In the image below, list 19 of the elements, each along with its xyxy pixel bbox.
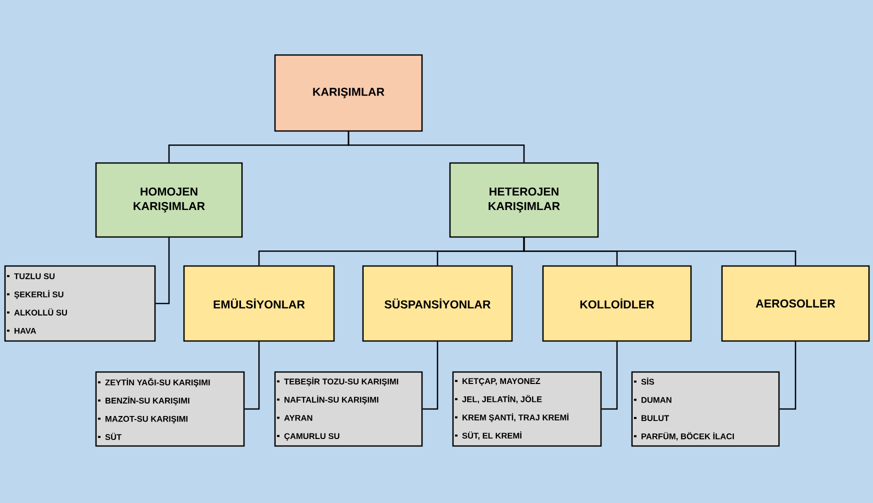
category-box: AEROSOLLER	[721, 265, 870, 342]
category-box: KARIŞIMLAR	[274, 54, 423, 132]
connector-line	[422, 342, 438, 410]
example-list-box: TUZLU SU ŞEKERLİ SU ALKOLLÜ SU HAVA	[4, 265, 156, 342]
category-box: KOLLOİDLER	[542, 265, 692, 342]
connector-line	[780, 342, 796, 410]
category-box: HOMOJEN KARIŞIMLAR	[95, 162, 243, 238]
example-list-box: SİS DUMAN BULUT PARFÜM, BÖCEK İLACI	[631, 371, 780, 447]
category-box: SÜSPANSİYONLAR	[362, 265, 513, 342]
connector-line	[156, 238, 170, 304]
example-list-box: TEBEŞİR TOZU-SU KARIŞIMI NAFTALİN-SU KARIŞIMI AYRAN ÇAMURLU SU	[274, 371, 423, 447]
connector-line	[244, 342, 260, 410]
example-list-box: ZEYTİN YAĞI-SU KARIŞIMI BENZİN-SU KARIŞIMI MAZOT-SU KARIŞIMI SÜT	[95, 371, 245, 447]
category-box: EMÜLSİYONLAR	[183, 265, 335, 342]
category-box: HETEROJEN KARIŞIMLAR	[449, 162, 599, 238]
connector-line	[348, 132, 525, 162]
connector-line	[602, 342, 618, 410]
connector-line	[523, 238, 796, 266]
example-list-box: KETÇAP, MAYONEZ JEL, JELATİN, JÖLE KREM ŞANTİ, TRAJ KREMİ SÜT, EL KREMİ	[452, 371, 602, 447]
